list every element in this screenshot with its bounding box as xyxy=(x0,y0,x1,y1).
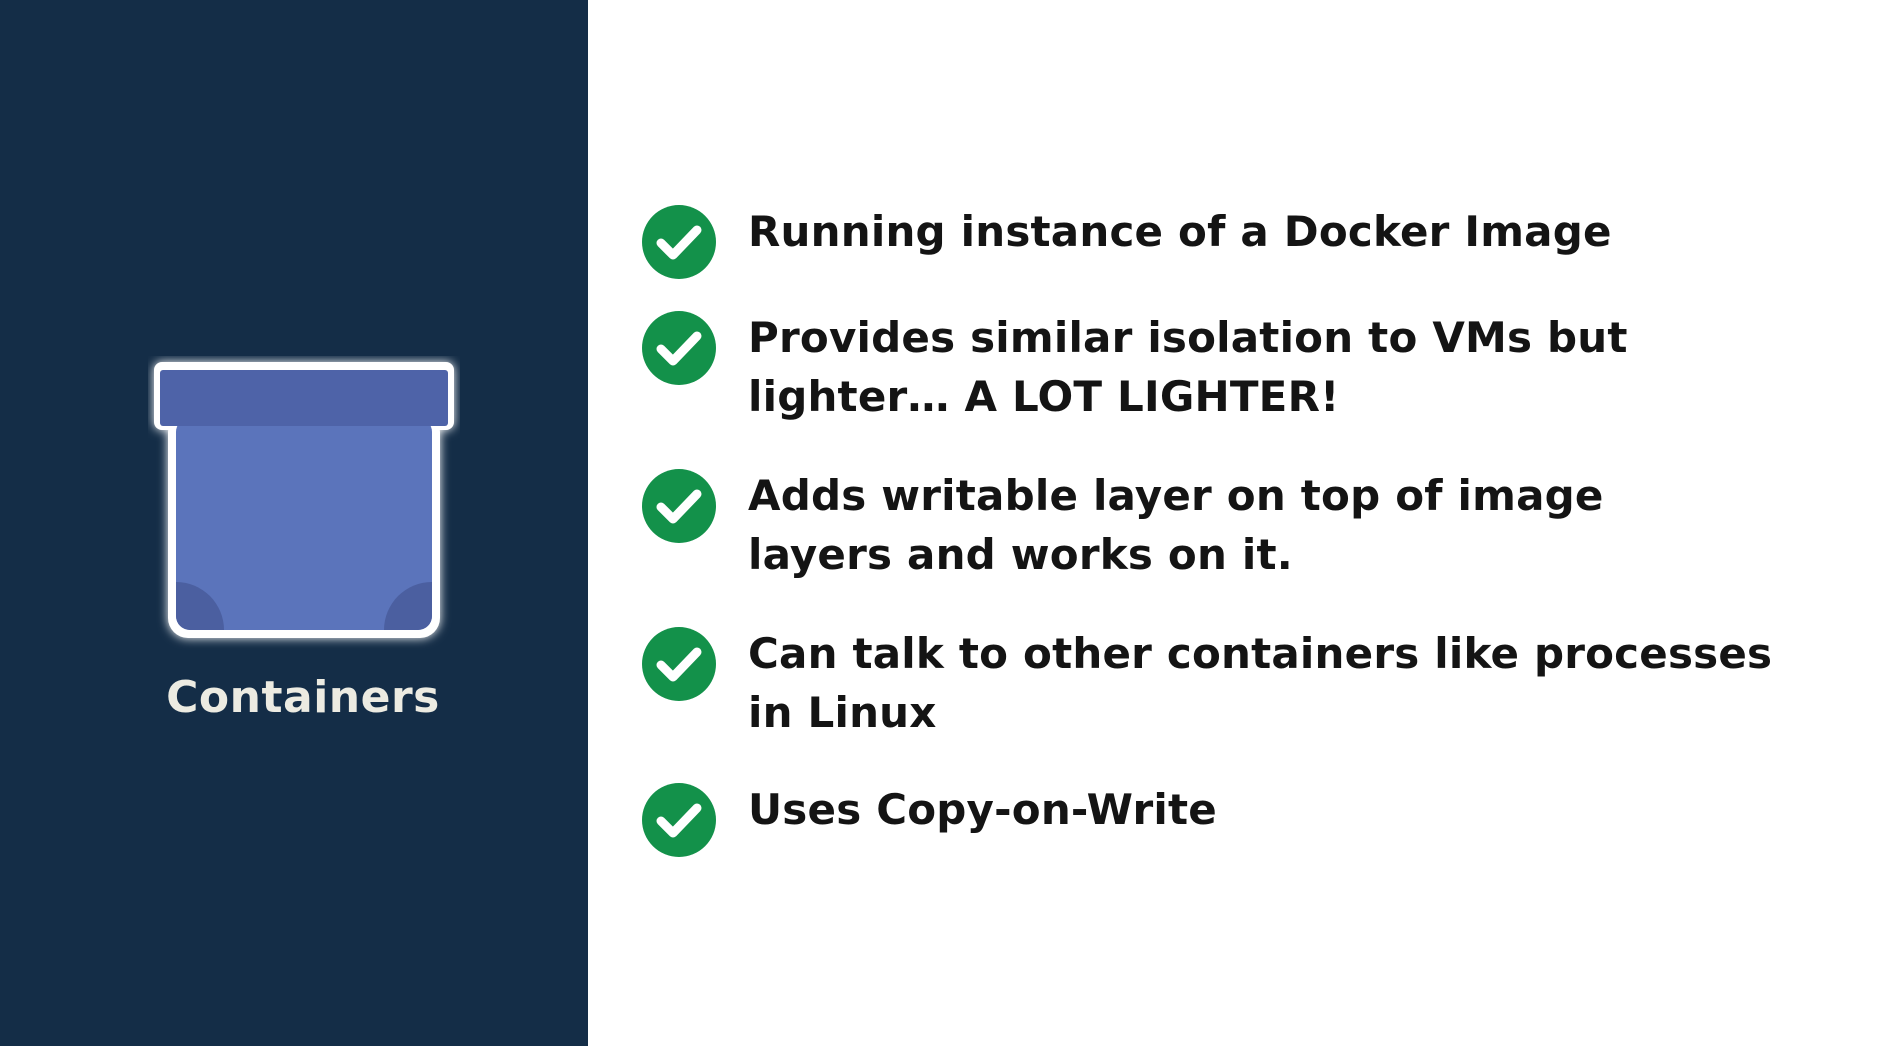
bullet-text: Adds writable layer on top of image laye… xyxy=(748,466,1604,584)
bullet-item: Can talk to other containers like proces… xyxy=(642,624,1772,742)
check-circle-icon xyxy=(642,783,716,857)
bullet-item: Uses Copy-on-Write xyxy=(642,780,1217,857)
check-circle-icon xyxy=(642,205,716,279)
bullet-text: Uses Copy-on-Write xyxy=(748,780,1217,839)
bullet-line: layers and works on it. xyxy=(748,530,1293,579)
containers-label: Containers xyxy=(166,672,440,723)
container-box-icon xyxy=(154,362,454,638)
bullet-line: Can talk to other containers like proces… xyxy=(748,629,1773,678)
bullet-item: Adds writable layer on top of image laye… xyxy=(642,466,1604,584)
check-circle-icon xyxy=(642,627,716,701)
bullet-line: Running instance of a Docker Image xyxy=(748,207,1612,256)
right-panel: Running instance of a Docker Image Provi… xyxy=(588,0,1881,1046)
bullet-line: lighter… A LOT LIGHTER! xyxy=(748,372,1340,421)
bullet-line: Uses Copy-on-Write xyxy=(748,785,1217,834)
left-panel: Containers xyxy=(0,0,588,1046)
bullet-line: Adds writable layer on top of image xyxy=(748,471,1604,520)
check-circle-icon xyxy=(642,469,716,543)
bullet-line: in Linux xyxy=(748,688,937,737)
bullet-line: Provides similar isolation to VMs but xyxy=(748,313,1628,362)
bullet-text: Can talk to other containers like proces… xyxy=(748,624,1772,742)
bullet-text: Provides similar isolation to VMs but li… xyxy=(748,308,1628,426)
check-circle-icon xyxy=(642,311,716,385)
bullet-text: Running instance of a Docker Image xyxy=(748,202,1612,261)
bullet-item: Running instance of a Docker Image xyxy=(642,202,1612,279)
bullet-item: Provides similar isolation to VMs but li… xyxy=(642,308,1628,426)
